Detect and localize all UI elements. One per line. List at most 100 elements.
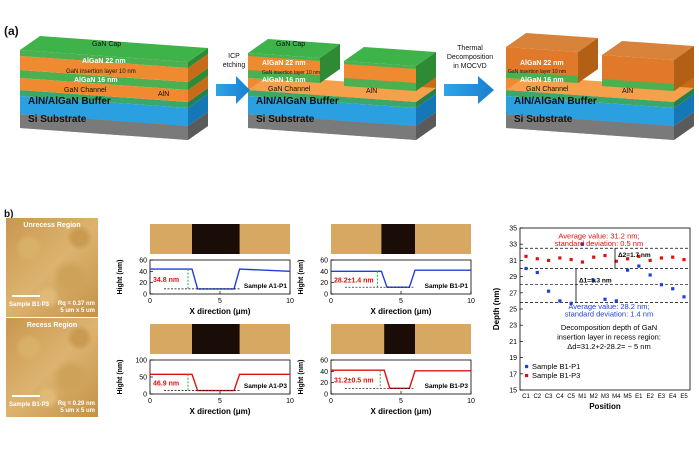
x-tick-label: E2 [646, 394, 654, 400]
afm-title: Recess Region [26, 322, 78, 329]
s2-aln-label: AlN [366, 88, 378, 95]
x-tick-label: E1 [635, 394, 643, 400]
y-tick-label: 20 [320, 280, 328, 287]
y-tick-label: 40 [139, 269, 147, 276]
afm-strip-recess [192, 224, 240, 254]
y-tick-label: 40 [320, 369, 328, 376]
arrow2-line1: Thermal [457, 45, 483, 52]
s2-algan22-label: AlGaN 22 nm [262, 60, 306, 67]
y-tick-label: 50 [139, 375, 147, 382]
y-tick-label: 60 [320, 358, 328, 365]
s1-insertion-label: GaN insertion layer 10 nm [66, 69, 136, 75]
x-axis-label: X direction (μm) [190, 307, 251, 316]
x-tick-label: C5 [567, 394, 575, 400]
afm-rq: Rq = 0.37 nm 5 um x 5 um [58, 301, 95, 315]
data-point [535, 270, 539, 275]
s2-substrate-label: Si Substrate [256, 114, 315, 125]
s2-channel-label: GaN Channel [268, 86, 311, 93]
x-axis-label: X direction (μm) [190, 407, 251, 416]
y-tick-label: 60 [320, 258, 328, 265]
data-point [671, 255, 675, 259]
arrow1-line2: etching [222, 62, 246, 69]
afm-rq-value: Rq = 0.37 nm [57, 301, 95, 307]
s3-buffer-label: AlN/AlGaN Buffer [514, 96, 597, 107]
y-axis-label: Hight (nm) [117, 260, 124, 295]
s3-algan22-label: AlGaN 22 nm [520, 60, 564, 67]
x-tick-label: M3 [601, 394, 610, 400]
data-point [524, 266, 528, 271]
data-point [592, 279, 596, 283]
legend-label: Sample B1-P1 [532, 362, 580, 371]
legend-label: Sample B1-P3 [532, 371, 580, 380]
stack-2 [248, 39, 436, 140]
data-point [603, 253, 607, 258]
afm-rq: Rq = 0.29 nm 5 um x 5 um [58, 401, 95, 415]
x-tick-label: 0 [329, 298, 333, 305]
afm-scan-size: 5 um x 5 um [60, 408, 95, 414]
data-point [682, 295, 686, 299]
x-tick-label: 5 [218, 398, 222, 405]
panel-a-schematic [20, 33, 694, 140]
afm-image-recess: Recess Region Sample B1-P3 Rq = 0.29 nm … [6, 318, 98, 417]
y-tick-label: 20 [320, 380, 328, 387]
process-arrow-2 [444, 76, 494, 104]
panel-b-label: b) [4, 209, 14, 220]
y-tick-label: 31 [509, 258, 517, 265]
afm-sample: Sample B1-P3 [9, 402, 50, 408]
y-tick-label: 29 [509, 274, 517, 281]
data-point [569, 301, 573, 305]
data-point [535, 257, 539, 261]
x-tick-label: M2 [590, 394, 599, 400]
y-axis-label: Hight (nm) [298, 260, 305, 295]
step-height-label: 28.2±1.4 nm [334, 277, 374, 284]
s1-substrate-label: Si Substrate [28, 114, 87, 125]
s3-channel-label: GaN Channel [526, 86, 569, 93]
x-tick-label: 10 [286, 398, 294, 405]
data-point [671, 287, 675, 291]
x-tick-label: E4 [669, 394, 677, 400]
y-tick-label: 0 [143, 292, 147, 299]
afm-strip-recess [381, 224, 415, 254]
afm-image-unrecess: Unrecess Region Sample B1-P3 Rq = 0.37 n… [6, 218, 98, 317]
s1-cap-label: GaN Cap [92, 41, 122, 48]
data-point [637, 264, 641, 268]
y-axis-label: Depth (nm) [492, 288, 501, 331]
x-tick-label: 5 [399, 298, 403, 305]
s2-algan16-label: AlGaN 16 nm [262, 77, 306, 84]
arrow2-line2: Decomposition [446, 54, 494, 61]
x-tick-label: 0 [148, 298, 152, 305]
data-point [592, 255, 596, 259]
annotation-top: standard deviation: 0.5 nm [555, 239, 643, 248]
afm-strip-recess [384, 324, 415, 354]
y-tick-label: 35 [509, 226, 517, 233]
s2-cap-label: GaN Cap [276, 41, 306, 48]
y-tick-label: 19 [509, 355, 517, 362]
afm-rq-value: Rq = 0.29 nm [57, 401, 95, 407]
data-point [569, 257, 573, 262]
x-tick-label: M5 [623, 394, 632, 400]
s3-aln-label: AlN [622, 88, 634, 95]
s1-algan22-label: AlGaN 22 nm [82, 58, 126, 65]
scale-bar [12, 395, 40, 397]
s1-aln-label: AlN [158, 91, 170, 98]
step-height-label: 31.2±0.5 nm [334, 377, 374, 384]
x-tick-label: M1 [578, 394, 587, 400]
y-tick-label: 0 [143, 392, 147, 399]
arrow2-line3: in MOCVD [453, 63, 487, 70]
annotation-bottom: standard deviation: 1.4 nm [565, 309, 653, 318]
afm-strip-recess [192, 324, 240, 354]
x-tick-label: 5 [218, 298, 222, 305]
profile-line [150, 373, 290, 392]
info-text: Δd=31.2+2-28.2= ~ 5 nm [567, 342, 650, 351]
s3-algan16-label: AlGaN 16 nm [520, 77, 564, 84]
sample-label: Sample B1-P3 [425, 383, 469, 390]
x-tick-label: 10 [286, 298, 294, 305]
s2-insertion-label: GaN insertion layer 10 nm [262, 70, 321, 76]
y-tick-label: 15 [509, 388, 517, 395]
data-point [648, 273, 652, 277]
sample-label: Sample B1-P1 [425, 283, 469, 290]
y-tick-label: 60 [139, 258, 147, 265]
